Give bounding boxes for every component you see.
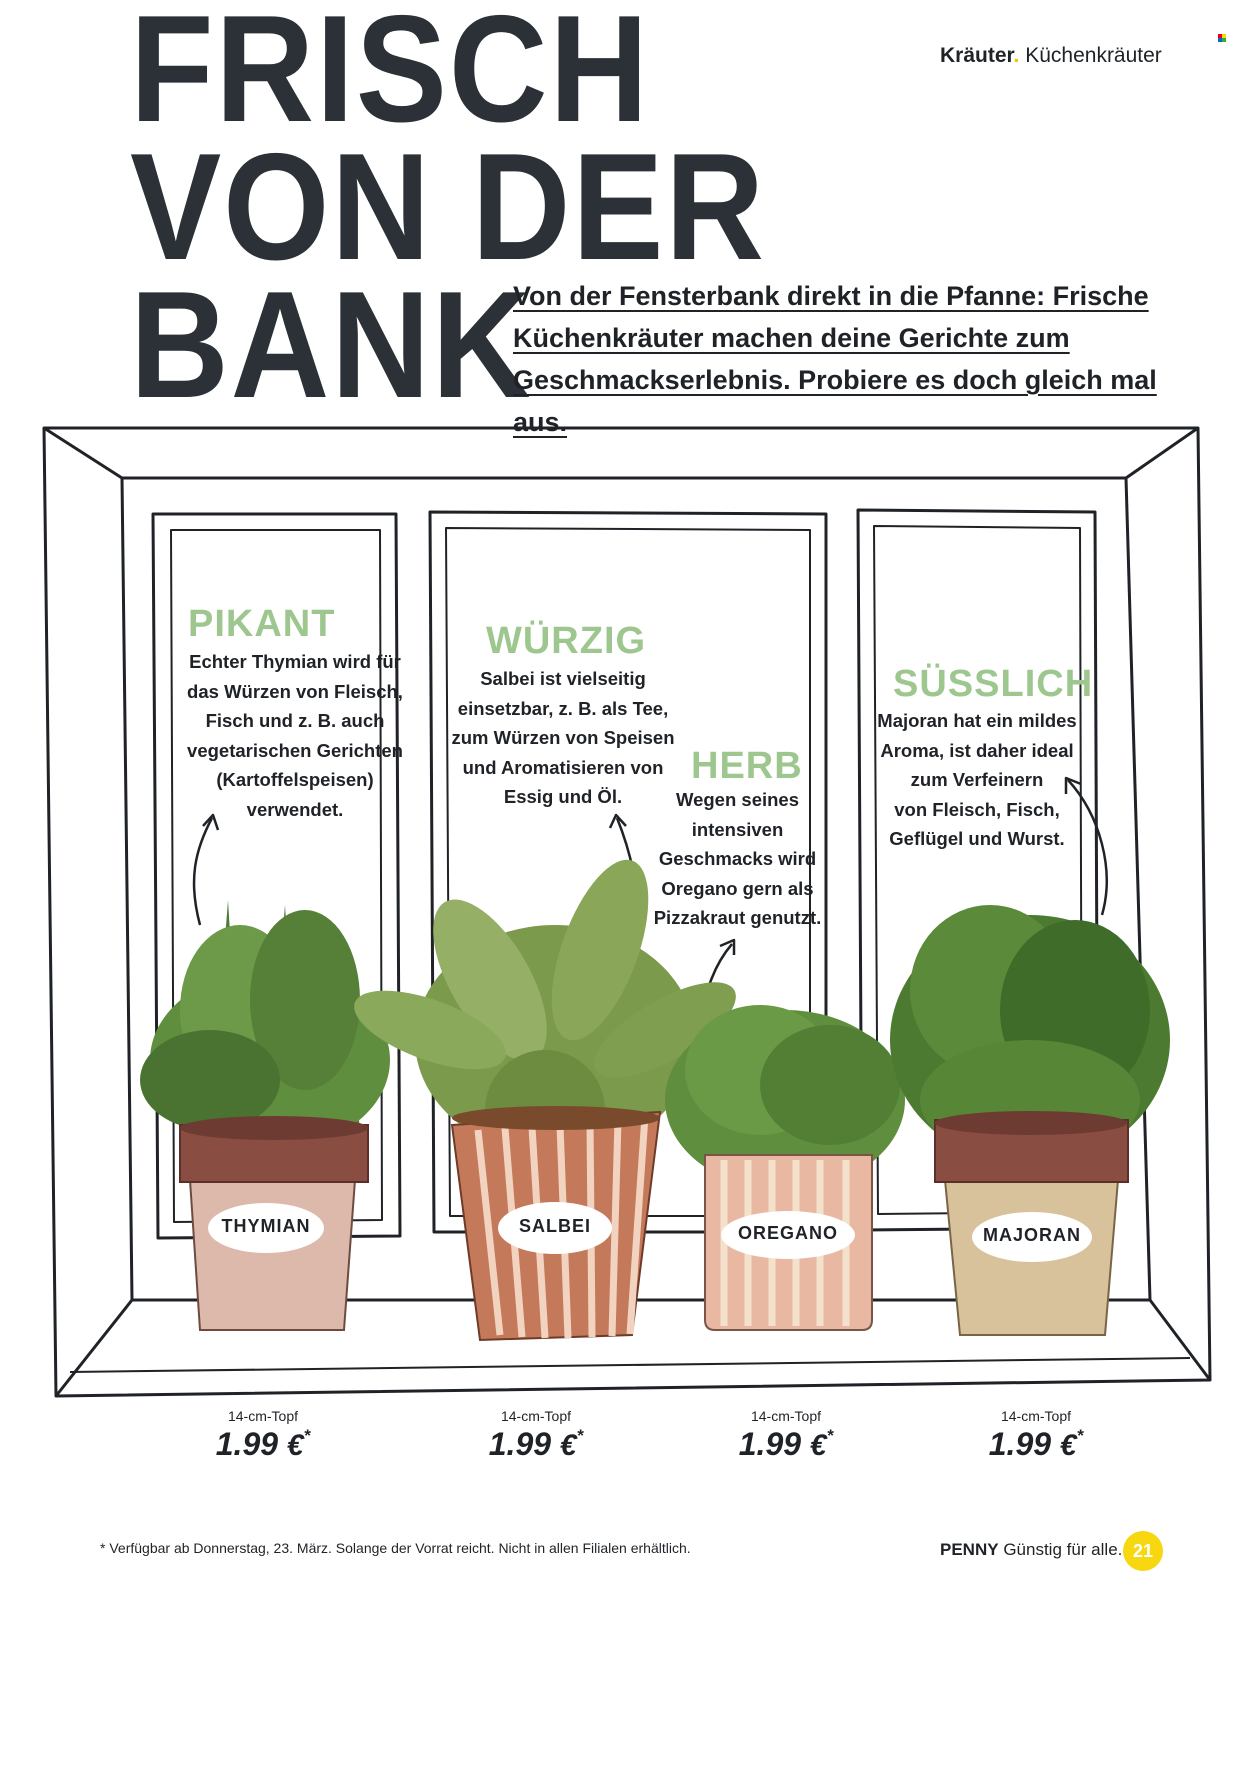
desc-line: Geflügel und Wurst. [889,828,1065,849]
desc-line: und Aromatisieren von [462,756,664,778]
thymian-plant [140,900,390,1150]
pot-size: 14-cm-Topf [227,1408,299,1424]
desc-line: vegetarischen Gerichten [187,739,403,761]
headline-line-2: VON DER [130,122,766,292]
price-currency: € [809,1429,827,1462]
breadcrumb-separator: . [1013,44,1020,67]
intro-line-3: Geschmackserlebnis. Probiere es doch gle… [513,365,1157,437]
footnote: * Verfügbar ab Donnerstag, 23. März. Sol… [100,1540,691,1556]
breadcrumb-subcategory: Küchenkräuter [1025,44,1162,67]
desc-line: Wegen seines [675,789,800,810]
herb-title-pikant: PIKANT [188,603,336,645]
desc-line: verwendet. [246,798,344,820]
desc-line: Pizzakraut genutzt. [653,907,822,928]
intro-text: Von der Fensterbank direkt in die Pfanne… [513,275,1213,443]
price: 1.99 €* [456,1426,616,1463]
oregano-pot [704,1154,873,1331]
pot-label-majoran: MAJORAN [982,1225,1081,1245]
thymian-pot [179,1116,369,1331]
breadcrumb-category: Kräuter [940,44,1014,67]
headline-line-3: BANK [130,260,533,430]
page-number: 21 [1123,1531,1163,1571]
desc-line: Salbei ist vielseitig [480,668,646,689]
desc-line: einsetzbar, z. B. als Tee, [457,697,669,719]
pot-label-thymian: THYMIAN [221,1216,311,1236]
headline: FRISCH VON DER BANK [130,0,766,430]
intro-line-2: Küchenkräuter machen deine Gerichte zum [513,323,1070,353]
desc-line: Fisch und z. B. auch [205,710,385,731]
price-currency: € [286,1429,304,1462]
herb-desc-majoran: Majoran hat ein mildes Aroma, ist daher … [862,706,1092,854]
price-value: 1.99 [488,1426,552,1462]
brand-footer: PENNY Günstig für alle. [940,1540,1122,1560]
brand-slogan: Günstig für alle. [1003,1540,1123,1559]
headline-line-1: FRISCH [130,0,651,154]
price-footnote-mark: * [826,1426,834,1445]
herb-title-suesslich: SÜSSLICH [893,663,1094,705]
price-value: 1.99 [738,1426,802,1462]
price-block-oregano: 14-cm-Topf 1.99 €* [706,1408,866,1463]
pot-size: 14-cm-Topf [1000,1408,1072,1424]
price-currency: € [1059,1429,1077,1462]
desc-line: von Fleisch, Fisch, [894,798,1060,820]
herb-desc-thymian: Echter Thymian wird für das Würzen von F… [165,647,425,824]
price-footnote-mark: * [303,1426,311,1445]
oregano-plant [665,1005,905,1190]
desc-line: das Würzen von Fleisch, [187,680,403,702]
price-value: 1.99 [988,1426,1052,1462]
desc-line: intensiven [691,818,784,840]
desc-line: Oregano gern als [661,877,814,899]
salbei-pot [450,1106,662,1342]
intro-line-1: Von der Fensterbank direkt in die Pfanne… [513,281,1149,311]
price-block-thymian: 14-cm-Topf 1.99 €* [183,1408,343,1463]
price-footnote-mark: * [1076,1426,1084,1445]
majoran-pot [934,1111,1129,1336]
price: 1.99 €* [956,1426,1116,1463]
price-footnote-mark: * [576,1426,584,1445]
price-block-majoran: 14-cm-Topf 1.99 €* [956,1408,1116,1463]
desc-line: (Kartoffelspeisen) [216,769,374,790]
price: 1.99 €* [183,1426,343,1463]
desc-line: zum Würzen von Speisen [451,727,675,748]
price-value: 1.99 [215,1426,279,1462]
pot-size: 14-cm-Topf [750,1408,822,1424]
desc-line: Majoran hat ein mildes [877,710,1077,731]
desc-line: Echter Thymian wird für [189,651,401,672]
price-currency: € [559,1429,577,1462]
herb-title-wuerzig: WÜRZIG [486,620,647,662]
desc-line: Essig und Öl. [503,786,623,807]
brand-name: PENNY [940,1540,999,1559]
herb-title-herb: HERB [691,745,803,787]
price-block-salbei: 14-cm-Topf 1.99 €* [456,1408,616,1463]
breadcrumb: Kräuter. Küchenkräuter [940,44,1162,68]
pot-size: 14-cm-Topf [500,1408,572,1424]
pot-label-oregano: OREGANO [737,1223,838,1243]
desc-line: Geschmacks wird [658,848,817,869]
price: 1.99 €* [706,1426,866,1463]
herb-desc-salbei: Salbei ist vielseitig einsetzbar, z. B. … [443,664,683,812]
desc-line: Aroma, ist daher ideal [880,739,1074,761]
penny-mini-logo-icon [1218,34,1226,42]
desc-line: zum Verfeinern [910,769,1044,790]
herb-desc-oregano: Wegen seines intensiven Geschmacks wird … [650,785,825,933]
pot-label-salbei: SALBEI [518,1216,591,1236]
